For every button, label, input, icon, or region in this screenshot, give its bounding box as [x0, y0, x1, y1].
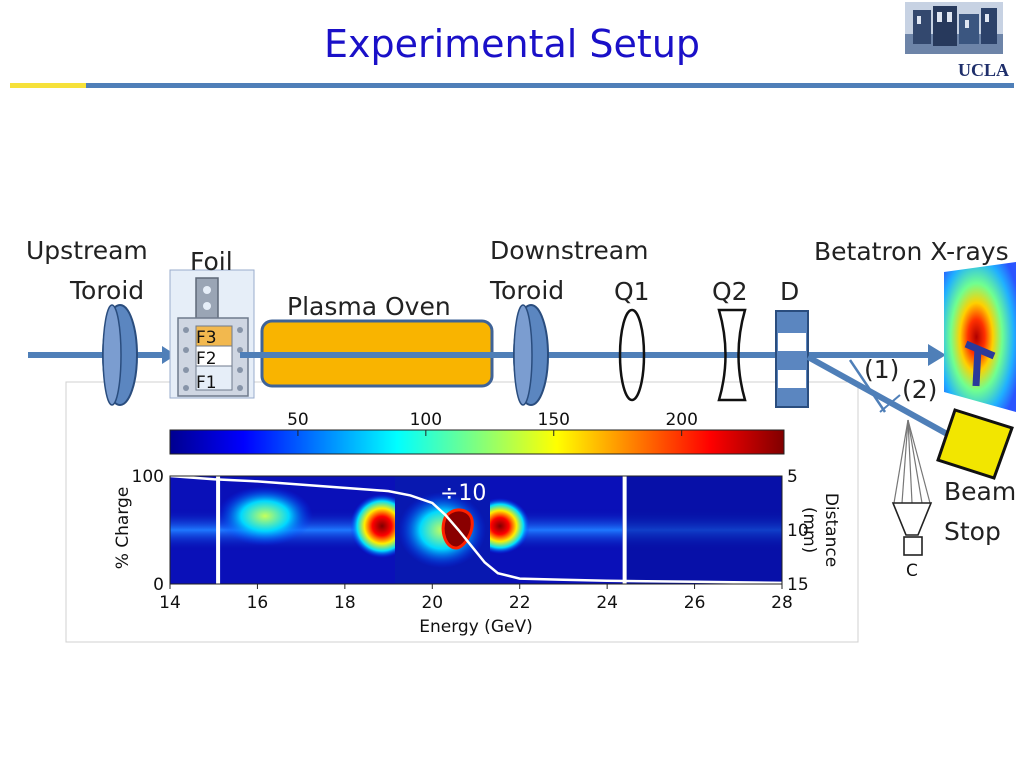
foil-label-f1: F1 [196, 373, 217, 393]
x-tick-label: 24 [596, 593, 618, 613]
label-plasma-oven: Plasma Oven [287, 292, 451, 321]
colorbar-tick-label: 100 [410, 410, 442, 430]
q2-lens [717, 308, 747, 402]
label-q2: Q2 [712, 277, 748, 306]
divide-annotation: ÷10 [440, 481, 486, 506]
y-left-ticks: 100 0 [132, 467, 164, 595]
heatmap-frame [169, 475, 783, 585]
label-camera: C [906, 561, 918, 581]
label-beam: Beam [944, 477, 1016, 506]
beam-arrowhead-in [162, 346, 176, 364]
q1-lens [618, 308, 646, 402]
x-axis-label: Energy (GeV) [419, 617, 532, 637]
ucla-wordmark: UCLA [958, 60, 1010, 80]
page-title: Experimental Setup [323, 22, 701, 66]
foil-holder [169, 269, 255, 399]
camera-setup [891, 419, 933, 556]
label-d: D [780, 277, 799, 306]
y-right-axis-label-1: Distance [821, 493, 841, 567]
x-tick-label: 28 [771, 593, 793, 613]
colorbar-tick-label: 200 [665, 410, 697, 430]
y-left-tick-label: 0 [153, 575, 164, 595]
header-rule [86, 83, 1014, 88]
foil-label-f3: F3 [196, 328, 217, 348]
x-tick-label: 20 [421, 593, 443, 613]
label-downstream-toroid: Toroid [489, 276, 564, 305]
label-foil: Foil [190, 247, 233, 276]
y-right-tick-label: 15 [787, 575, 809, 595]
x-tick-label: 16 [247, 593, 269, 613]
path-2-line [879, 394, 901, 413]
label-path-2: (2) [902, 375, 937, 404]
label-path-1: (1) [864, 355, 899, 384]
x-tick-label: 14 [159, 593, 181, 613]
y-right-ticks: 5 10 15 [787, 467, 809, 595]
x-axis-ticks: 14 16 18 20 22 24 26 28 [159, 584, 793, 613]
label-upstream: Upstream [26, 236, 148, 265]
foil-label-f2: F2 [196, 349, 217, 369]
beam-stop-block [936, 408, 1014, 480]
x-tick-label: 18 [334, 593, 356, 613]
path-1-line [848, 359, 887, 413]
colorbar [169, 429, 785, 455]
heatmap-image [170, 476, 782, 584]
y-right-axis-label-2: (mm) [799, 507, 819, 553]
y-right-tick-label: 10 [787, 521, 809, 541]
downstream-toroid [513, 304, 549, 406]
heatmap-markers [216, 476, 627, 584]
ucla-building-logo [905, 2, 1003, 54]
beam-arrowhead-xray [928, 344, 946, 366]
upstream-toroid [102, 304, 138, 406]
deflected-beam [806, 354, 960, 443]
x-tick-label: 26 [684, 593, 706, 613]
label-betatron: Betatron X-rays [814, 237, 1009, 266]
cumulative-charge-line [169, 474, 783, 585]
y-left-tick-label: 100 [132, 467, 164, 487]
colorbar-ticks: 50 100 150 200 [287, 410, 698, 436]
y-right-tick-label: 5 [787, 467, 798, 487]
colorbar-tick-label: 50 [287, 410, 309, 430]
colorbar-tick-label: 150 [538, 410, 570, 430]
label-q1: Q1 [614, 277, 650, 306]
xray-screen [944, 262, 1016, 412]
header-rule-accent [10, 83, 86, 88]
label-downstream: Downstream [490, 236, 648, 265]
label-stop: Stop [944, 517, 1001, 546]
x-tick-label: 22 [509, 593, 531, 613]
dipole-magnet [775, 310, 809, 408]
label-upstream-toroid: Toroid [69, 276, 144, 305]
y-left-axis-label: % Charge [113, 487, 133, 570]
